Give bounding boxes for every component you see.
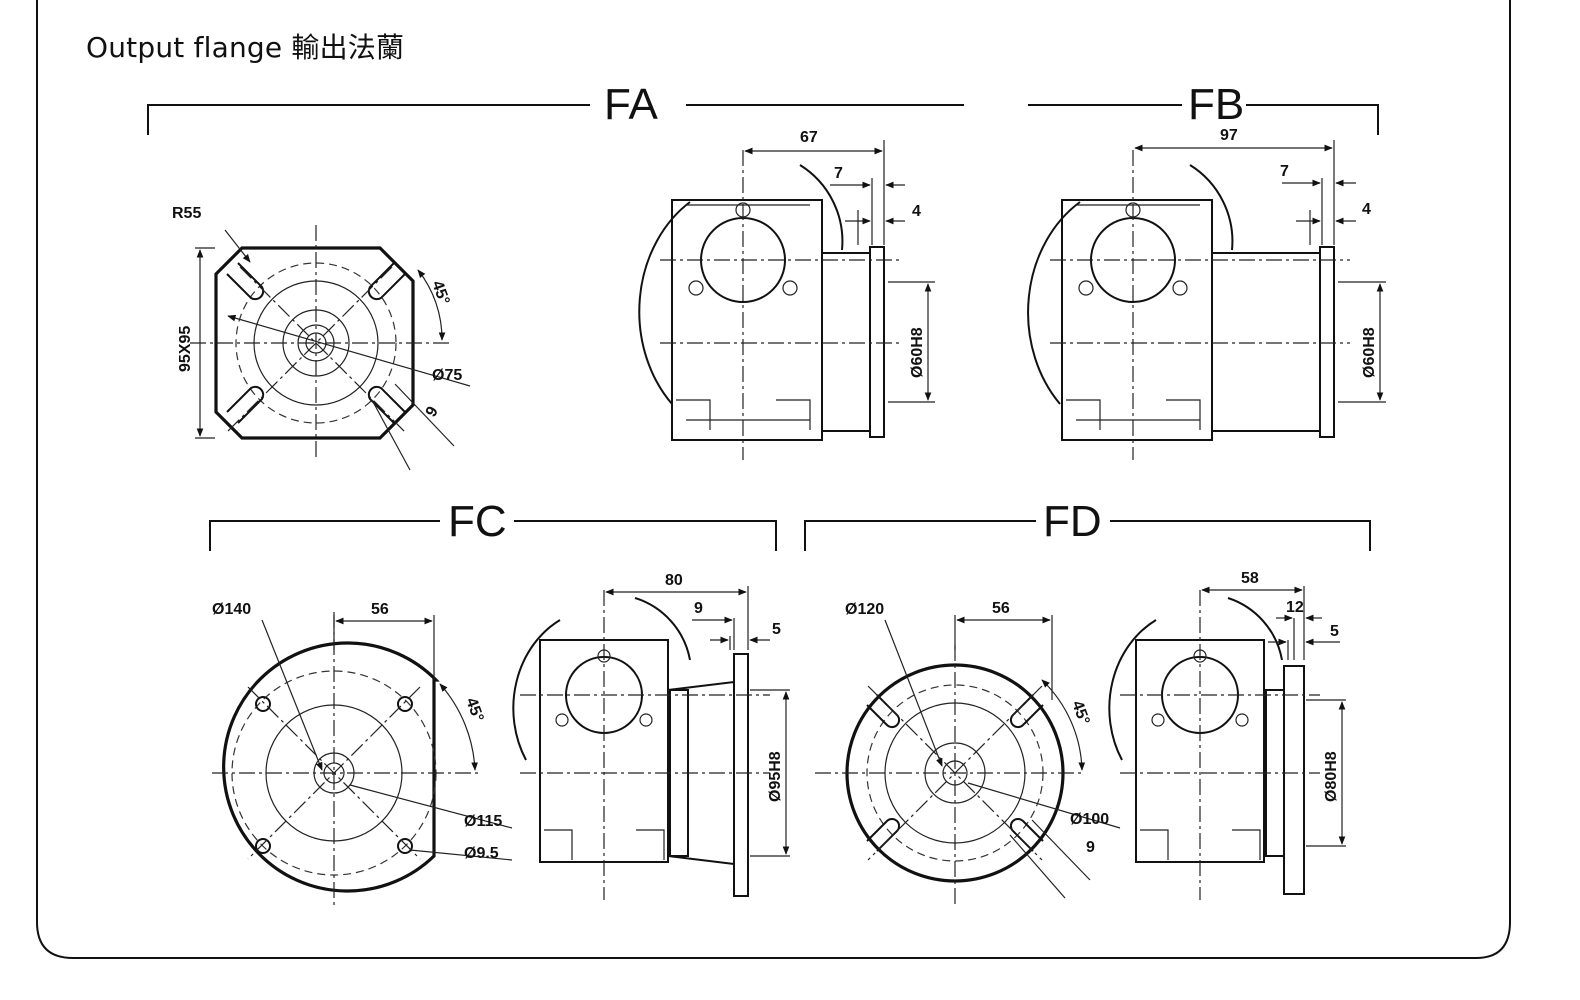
fc-spigot-dim: Ø95H8 [767,751,784,802]
fc-angle-dim: 45° [462,696,486,725]
fb-side-view: 97 7 4 Ø60H8 [1027,127,1386,460]
fb-length-dim: 97 [1220,127,1238,144]
fd-outer-dim: Ø120 [845,601,884,618]
fa-front-view: 95X95 R55 45° Ø75 9 [172,205,471,471]
fc-pcd-dim: Ø115 [464,813,502,830]
fc-side-view: 80 9 5 Ø95H8 [512,572,790,900]
fa-slot-dim: 9 [423,404,442,420]
fd-thickness-dim: 5 [1330,623,1339,640]
fd-slot-dim: 9 [1086,839,1095,856]
fc-offset-dim: 56 [371,601,389,618]
fd-front-view: 56 Ø120 45° Ø100 9 [815,600,1121,905]
section-fc-bracket: FC [209,497,777,551]
section-fd-title: FD [1043,497,1102,546]
section-fa-bracket: FA [147,80,964,135]
fd-pcd-dim: Ø100 [1070,811,1109,828]
fc-thickness-dim: 5 [772,621,781,638]
sheet-frame [36,0,1511,959]
section-fc-title: FC [448,497,507,546]
fd-side-view: 58 12 5 Ø80H8 [1108,570,1346,900]
fa-length-dim: 67 [800,129,818,146]
fa-pcd-dim: Ø75 [432,367,462,384]
section-fb-bracket: FB [1028,80,1379,135]
fa-angle-dim: 45° [428,279,452,308]
fb-spigot-dim: Ø60H8 [1361,327,1378,378]
section-fa-title: FA [604,80,658,129]
fd-offset-dim: 56 [992,600,1010,617]
fa-side-view: 67 7 4 Ø60H8 [638,129,935,460]
fc-hole-dim: Ø9.5 [464,845,499,862]
page-title: Output flange 輸出法蘭 [86,31,405,64]
fa-square-dim: 95X95 [177,326,194,372]
fa-radius-dim: R55 [172,205,201,222]
fc-front-view: 56 Ø140 45° Ø115 Ø9.5 [212,601,513,905]
fd-length-dim: 58 [1241,570,1259,587]
fa-flange-dim: 7 [834,165,843,182]
fc-outer-dim: Ø140 [212,601,251,618]
section-fd-bracket: FD [804,497,1371,551]
fb-thickness-dim: 4 [1362,201,1371,218]
fa-thickness-dim: 4 [912,203,921,220]
fc-flange-dim: 9 [694,600,703,617]
fd-spigot-dim: Ø80H8 [1323,751,1340,802]
fd-flange-dim: 12 [1286,599,1304,616]
fb-flange-dim: 7 [1280,163,1289,180]
section-fb-title: FB [1188,80,1244,129]
fa-spigot-dim: Ø60H8 [909,327,926,378]
fc-length-dim: 80 [665,572,683,589]
